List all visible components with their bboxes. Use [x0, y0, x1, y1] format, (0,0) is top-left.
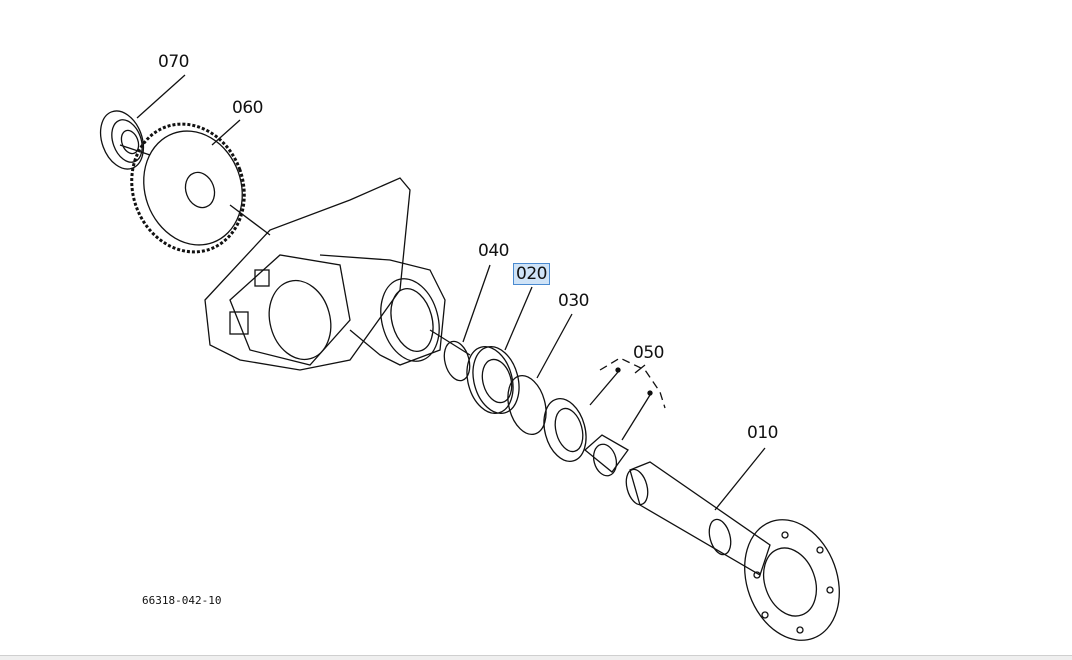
callout-050[interactable]: 050 [633, 343, 664, 363]
shaft-010-drawing [625, 447, 840, 641]
callout-020-selected[interactable]: 020 [513, 263, 550, 285]
drawing-number: 66318-042-10 [142, 594, 222, 607]
callout-030[interactable]: 030 [558, 291, 589, 311]
callout-070[interactable]: 070 [158, 52, 189, 72]
callout-040[interactable]: 040 [478, 241, 509, 261]
callout-010[interactable]: 010 [747, 423, 778, 443]
callout-060[interactable]: 060 [232, 98, 263, 118]
bearing-070-drawing [99, 74, 186, 170]
snap-ring-040-drawing [443, 264, 491, 382]
bearing-020-drawing [466, 286, 533, 414]
seal-kit-050-drawing [543, 357, 666, 477]
gear-060-drawing [119, 119, 271, 254]
snap-ring-030-drawing [507, 313, 573, 435]
housing-drawing [204, 177, 471, 371]
horizontal-scrollbar[interactable] [0, 655, 1072, 660]
